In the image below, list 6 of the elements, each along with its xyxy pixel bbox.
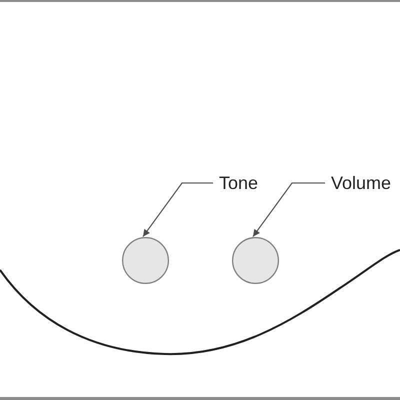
knob-circle [122, 236, 168, 284]
knob-circle [232, 236, 278, 284]
part-label: Volume [325, 172, 392, 194]
leader-line [252, 182, 325, 237]
part-label: Tone [213, 172, 258, 194]
leader-line [142, 182, 213, 237]
